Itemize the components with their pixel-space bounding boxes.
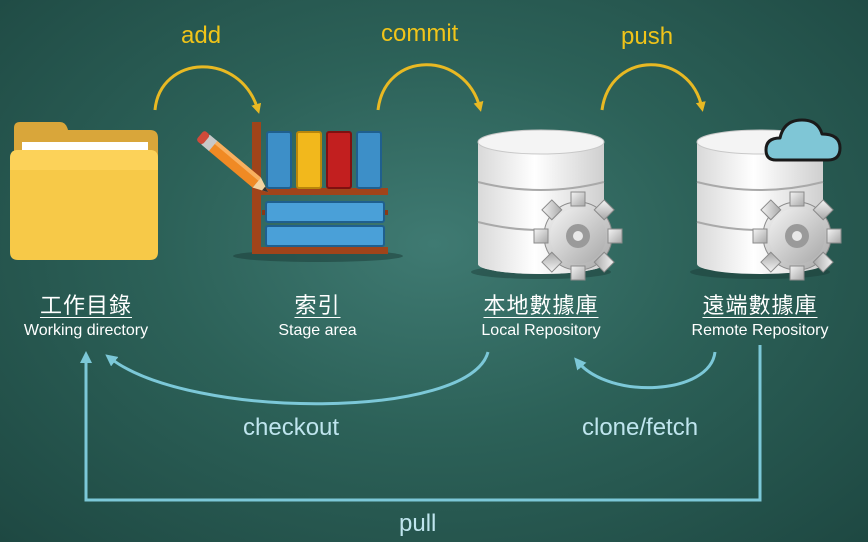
database-cloud-icon xyxy=(690,118,842,281)
commit-label: commit xyxy=(381,20,459,47)
clone-fetch-arrow xyxy=(574,351,717,390)
stage-label-en: Remote Repository xyxy=(691,322,829,339)
add-arrow xyxy=(153,65,262,114)
stage-label-cn: 索引 xyxy=(294,294,341,319)
stage-label-en: Stage area xyxy=(278,322,357,339)
push-arrow xyxy=(600,63,706,112)
cloud-icon xyxy=(764,118,842,162)
stage-remote-repository: 遠端數據庫 Remote Repository xyxy=(674,288,846,340)
pull-arrow xyxy=(80,345,762,502)
database-gear-icon xyxy=(471,129,623,281)
add-label: add xyxy=(181,22,222,49)
stage-stage-area: 索引 Stage area xyxy=(250,288,385,340)
stage-label-en: Local Repository xyxy=(481,322,601,339)
index-shelf-icon xyxy=(197,122,403,262)
stage-label-en: Working directory xyxy=(23,322,149,339)
commit-arrow xyxy=(376,63,484,112)
push-label: push xyxy=(621,23,674,50)
checkout-label: checkout xyxy=(243,414,340,441)
folder-icon xyxy=(10,122,158,260)
checkout-arrow xyxy=(105,351,490,406)
stage-working-directory: 工作目錄 Working directory xyxy=(0,288,172,340)
stage-label-cn: 工作目錄 xyxy=(39,294,132,319)
stage-local-repository: 本地數據庫 Local Repository xyxy=(460,288,622,340)
stage-label-cn: 本地數據庫 xyxy=(483,294,599,319)
stage-label-cn: 遠端數據庫 xyxy=(702,294,818,319)
pull-label: pull xyxy=(399,510,437,537)
clone-fetch-label: clone/fetch xyxy=(582,414,699,441)
